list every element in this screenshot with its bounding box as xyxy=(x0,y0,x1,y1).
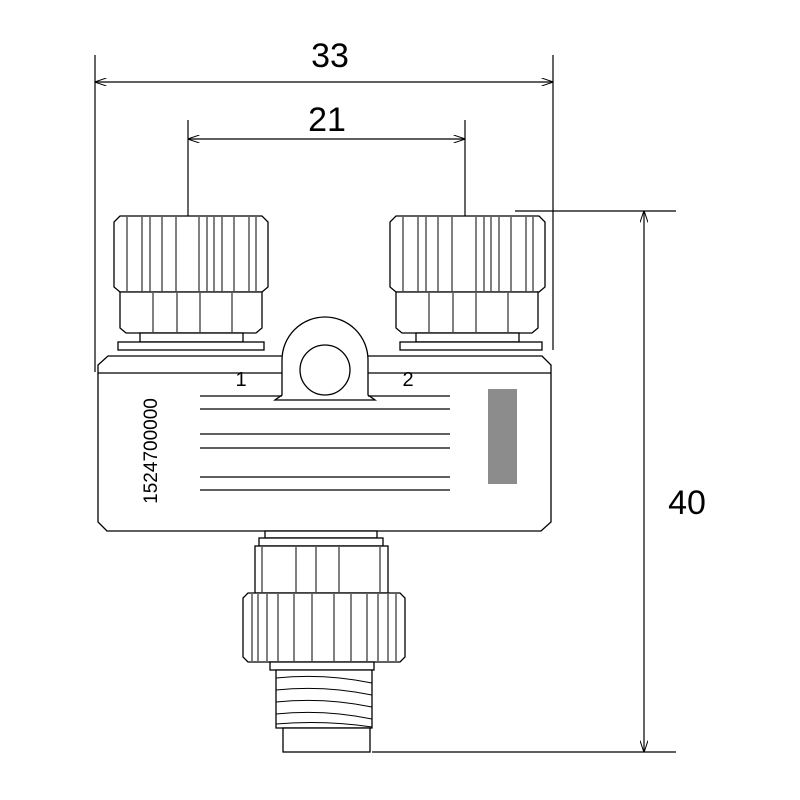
dimension-overall-height-label: 40 xyxy=(668,484,706,522)
dimension-overall-width: 33 xyxy=(94,37,554,372)
dimension-overall-height: 40 xyxy=(372,210,706,753)
top-connector-left xyxy=(113,215,269,351)
dimension-port-spacing: 21 xyxy=(187,101,466,335)
main-housing xyxy=(97,355,552,532)
port-1-label: 1 xyxy=(235,369,246,391)
label-lines xyxy=(200,395,450,491)
port-2-label: 2 xyxy=(402,369,413,391)
part-number: 1524700000 xyxy=(141,398,162,504)
top-connector-right xyxy=(389,215,546,351)
dimension-overall-width-label: 33 xyxy=(311,37,349,75)
mounting-hole xyxy=(272,316,378,401)
bottom-connector xyxy=(242,530,406,753)
dimension-port-spacing-label: 21 xyxy=(308,101,346,139)
marker-patch xyxy=(488,389,517,484)
